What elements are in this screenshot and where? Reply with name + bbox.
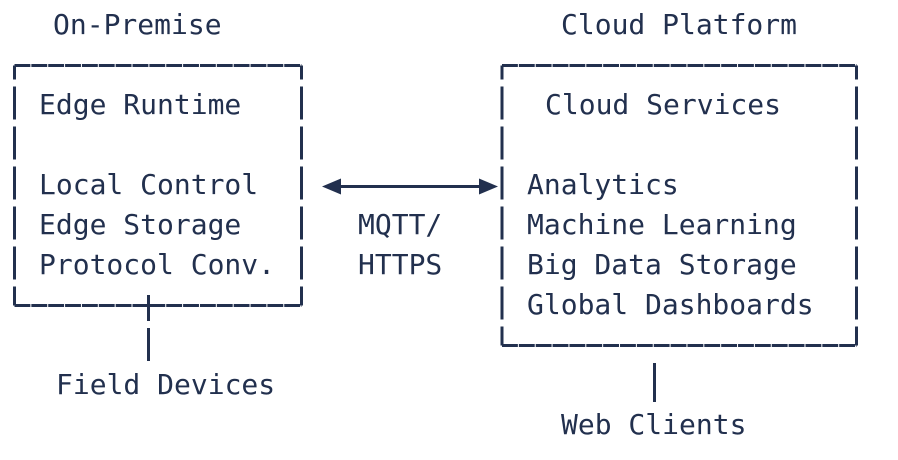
global-dashboards-label: Global Dashboards xyxy=(527,288,814,321)
on-premise-box-border xyxy=(13,64,303,307)
arrowhead-right xyxy=(479,178,498,195)
cloud-services-label: Cloud Services xyxy=(545,88,782,121)
cloud-platform-box-border xyxy=(500,64,858,347)
analytics-label: Analytics xyxy=(527,168,679,201)
big-data-storage-label: Big Data Storage xyxy=(527,248,797,281)
edge-runtime-label: Edge Runtime xyxy=(39,88,242,121)
arrowhead-left xyxy=(322,178,341,195)
cloud-platform-title: Cloud Platform xyxy=(561,8,798,41)
https-protocol-label: HTTPS xyxy=(358,248,443,281)
on-premise-title: On-Premise xyxy=(53,8,222,41)
local-control-label: Local Control xyxy=(39,168,259,201)
web-clients-label: Web Clients xyxy=(561,408,747,441)
machine-learning-label: Machine Learning xyxy=(527,208,797,241)
edge-storage-label: Edge Storage xyxy=(39,208,242,241)
mqtt-protocol-label: MQTT/ xyxy=(358,208,443,241)
bidirectional-arrow-icon xyxy=(322,178,498,195)
field-devices-label: Field Devices xyxy=(56,368,276,401)
protocol-converter-label: Protocol Conv. xyxy=(39,248,276,281)
